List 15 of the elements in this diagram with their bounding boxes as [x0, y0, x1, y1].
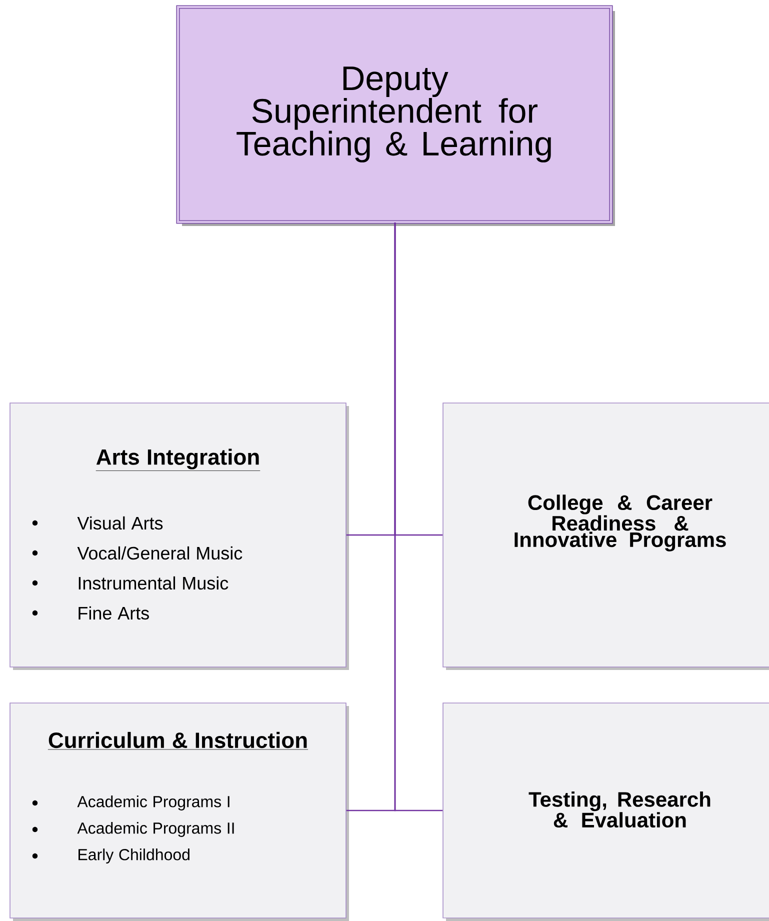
program-box: College & Career Readiness & Innovative Programs [442, 402, 769, 670]
list-item: Fine Arts [78, 606, 149, 620]
list-item: Academic Programs II [77, 822, 234, 837]
connector-line [394, 222, 443, 812]
title-box: Deputy Superintendent for Teaching & Learning [176, 5, 615, 226]
list-item: Early Childhood [78, 848, 190, 864]
program-box: Testing, Research & Evaluation [442, 702, 769, 921]
list-item: Academic Programs I [77, 796, 230, 810]
box-heading: Curriculum & Instruction [48, 732, 308, 750]
list-box [10, 402, 349, 670]
list-item: Instrumental Music [78, 576, 228, 590]
box-heading: Arts Integration [96, 448, 260, 471]
list-item: Visual Arts [77, 516, 163, 530]
list-item: Vocal/General Music [77, 546, 242, 560]
list-box [10, 702, 349, 921]
